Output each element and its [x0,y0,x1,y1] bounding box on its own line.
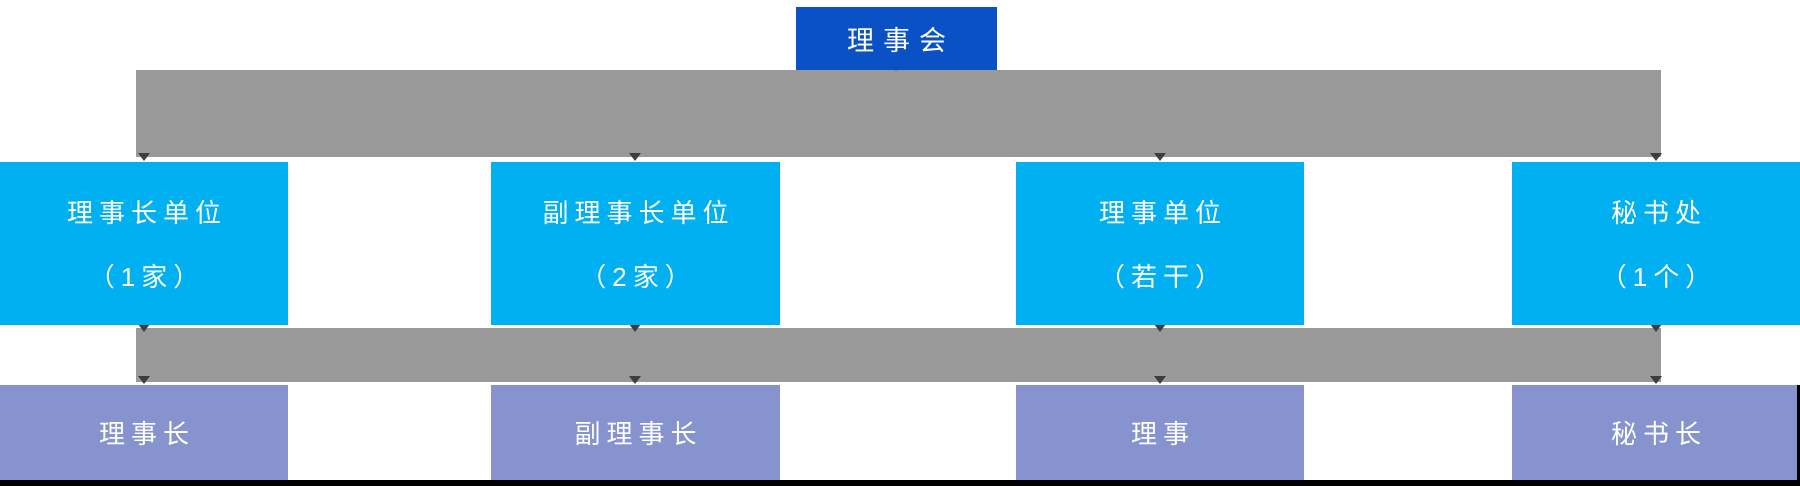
org-node-vice-chairman: 副理事长 [491,385,780,480]
arrow-tip-role-4-top [1650,376,1662,384]
org-node-secretary-general: 秘书长 [1512,385,1800,480]
role-label: 秘书长 [1610,419,1707,449]
arrow-tip-unit-2-top [629,153,641,161]
arrow-tip-role-3-top [1154,376,1166,384]
role-label: 理事长 [98,419,195,449]
arrow-tip-role-1-top [138,376,150,384]
org-node-director: 理事 [1016,385,1304,480]
org-node-chairman-unit: 理事长单位 （1家） [0,162,288,325]
unit-name: 副理事长单位 [542,198,735,228]
connector-band-bottom [136,328,1661,382]
org-node-vice-chairman-unit: 副理事长单位 （2家） [491,162,780,325]
role-label: 理事 [1130,419,1195,449]
bottom-border [0,480,1800,486]
org-node-board: 理事会 [796,7,997,70]
unit-name: 理事长单位 [66,198,227,228]
arrow-tip-unit-1-bottom [138,324,150,332]
org-node-board-label: 理事会 [847,26,955,56]
arrow-tip-unit-3-top [1154,153,1166,161]
org-node-director-unit: 理事单位 （若干） [1016,162,1304,325]
unit-count: （2家） [580,262,697,292]
arrow-tip-unit-4-bottom [1650,324,1662,332]
org-node-secretariat: 秘书处 （1个） [1512,162,1800,325]
unit-name: 秘书处 [1610,198,1707,228]
arrow-tip-role-2-top [629,376,641,384]
right-border [1797,385,1800,480]
unit-count: （1个） [1600,262,1718,292]
unit-count: （1家） [88,262,206,292]
arrow-tip-unit-4-top [1650,153,1662,161]
arrow-tip-unit-1-top [138,153,150,161]
unit-name: 理事单位 [1098,198,1227,228]
role-label: 副理事长 [574,419,703,449]
unit-count: （若干） [1098,262,1227,292]
arrow-tip-unit-3-bottom [1154,324,1166,332]
org-node-chairman: 理事长 [0,385,288,480]
connector-band-top [136,70,1661,157]
arrow-tip-unit-2-bottom [629,324,641,332]
